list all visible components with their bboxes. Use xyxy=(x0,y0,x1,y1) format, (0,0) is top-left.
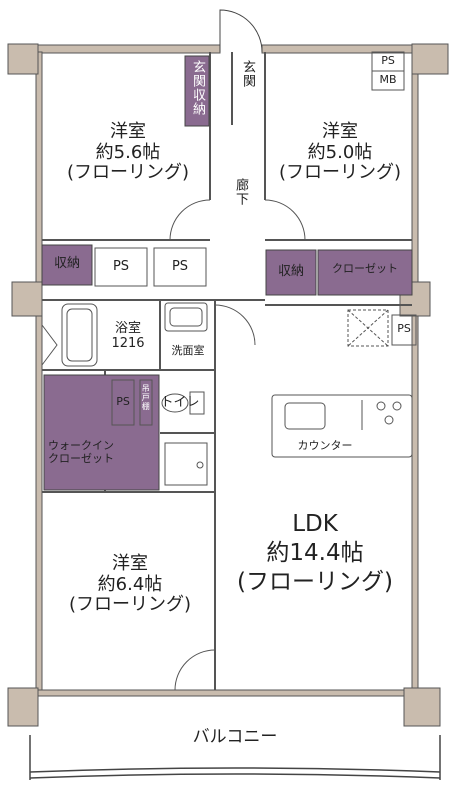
room-western-nw: 洋室 約5.6帖 (フローリング) xyxy=(58,121,198,184)
room-ldk: LDK 約14.4帖 (フローリング) xyxy=(220,510,410,596)
fixtures xyxy=(41,51,417,691)
room-size: 約5.0帖 xyxy=(307,141,373,163)
ps-mb-bottom-label: MB xyxy=(379,73,397,86)
toilet-label: トイレ xyxy=(160,395,200,410)
room-size: 約14.4帖 xyxy=(266,539,364,566)
entrance-storage-label: 玄関収納 xyxy=(189,60,205,116)
storage-left-label: 収納 xyxy=(53,256,80,271)
room-floor: (フローリング) xyxy=(278,162,402,184)
room-size: 約5.6帖 xyxy=(95,141,161,163)
storage-right-label: 収納 xyxy=(277,264,304,279)
balcony-label: バルコニー xyxy=(192,727,278,747)
room-name: 洋室 xyxy=(112,553,148,574)
room-size: 約6.4帖 xyxy=(97,573,163,595)
bath-size: 1216 xyxy=(111,335,145,351)
closet-box xyxy=(317,249,413,296)
toilet-shelf-label: 吊戸棚 xyxy=(141,384,151,411)
ps-label: PS xyxy=(397,322,411,335)
room-floor: (フローリング) xyxy=(68,594,192,616)
entrance-label: 玄関 xyxy=(239,60,255,88)
storage-left xyxy=(41,244,93,286)
bath-name: 浴室 xyxy=(114,321,141,336)
bath-label: 浴室 1216 xyxy=(98,321,158,352)
closet-label: クローゼット xyxy=(332,262,398,275)
storage-right xyxy=(265,249,317,296)
outer-walls xyxy=(7,43,449,727)
ps-label: PS xyxy=(171,259,189,274)
room-floor: (フローリング) xyxy=(237,568,393,595)
storage-areas xyxy=(41,55,413,491)
walkin-line1: ウォークイン xyxy=(48,439,114,452)
room-floor: (フローリング) xyxy=(66,162,190,184)
room-name: 洋室 xyxy=(322,121,358,142)
walkin-closet-label: ウォークイン クローゼット xyxy=(48,439,138,465)
room-western-sw: 洋室 約6.4帖 (フローリング) xyxy=(55,553,205,616)
room-name: 洋室 xyxy=(110,121,146,142)
ps-mb-top-label: PS xyxy=(381,54,395,67)
corridor-label: 廊下 xyxy=(232,178,248,206)
ps-label: PS xyxy=(116,395,130,408)
washroom-label: 洗面室 xyxy=(171,344,205,357)
walkin-line2: クローゼット xyxy=(48,451,114,465)
ps-label: PS xyxy=(112,259,130,274)
room-western-ne: 洋室 約5.0帖 (フローリング) xyxy=(270,121,410,184)
counter-label: カウンター xyxy=(297,439,353,452)
room-name: LDK xyxy=(292,511,338,537)
entrance-storage xyxy=(184,55,210,127)
entrance-door xyxy=(219,9,263,53)
balcony xyxy=(29,735,441,780)
